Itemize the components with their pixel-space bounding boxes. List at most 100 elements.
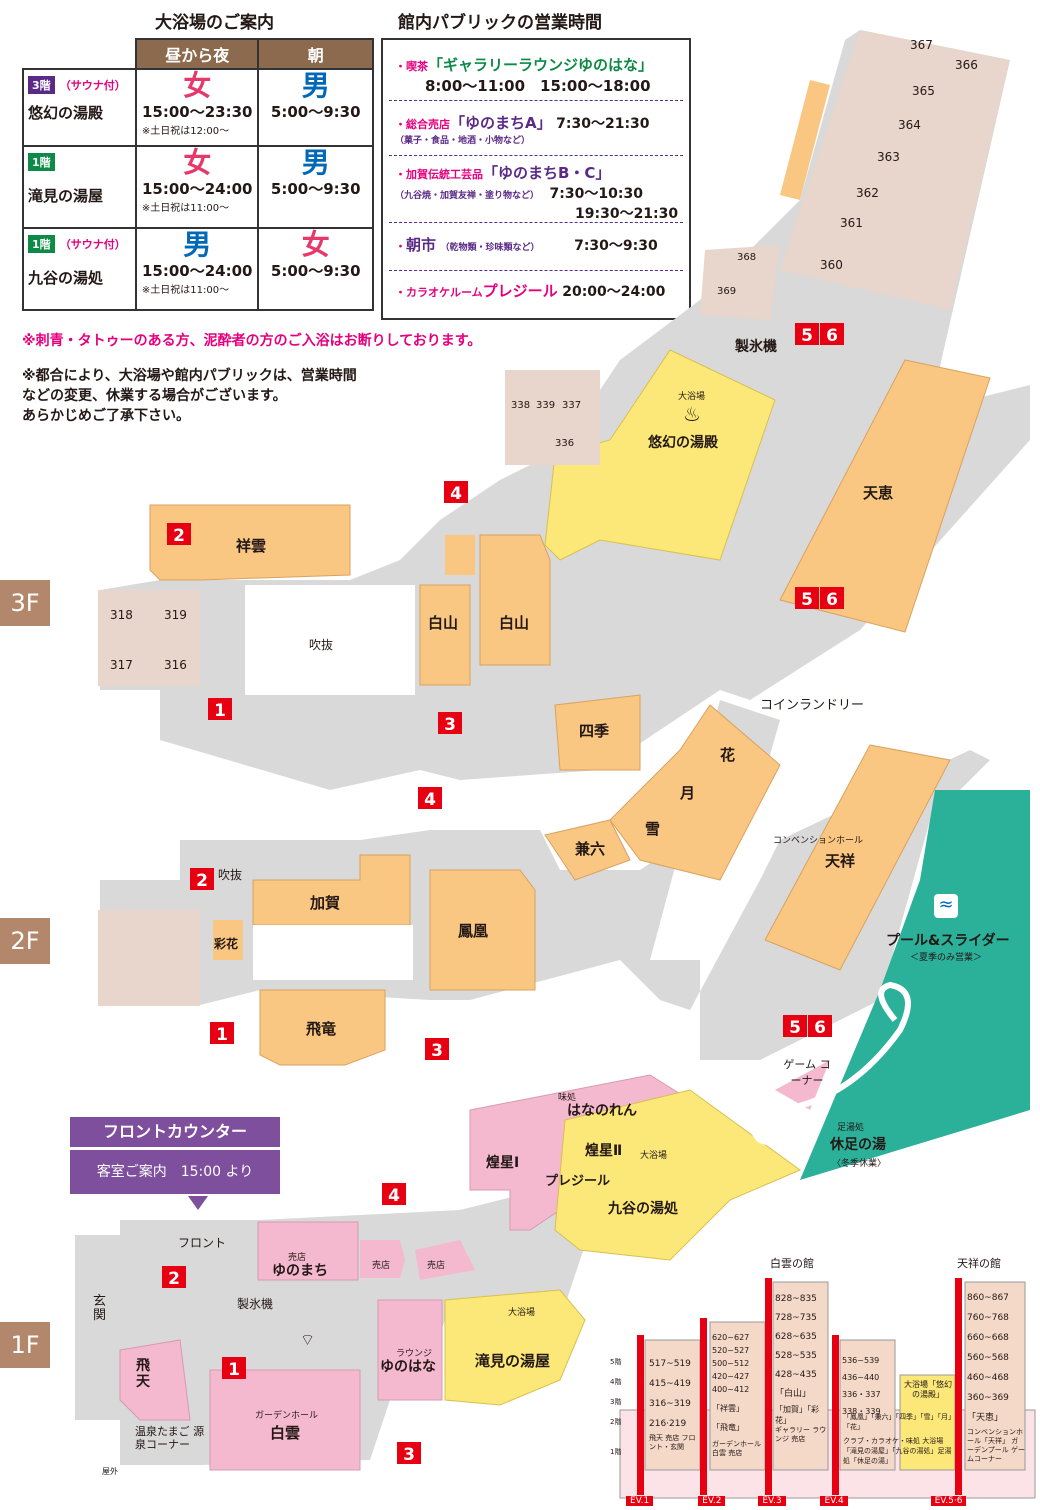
room-kenroku[interactable] <box>544 819 631 881</box>
ev-num: 6 <box>826 326 838 346</box>
ev-num: 1 <box>214 701 226 721</box>
day-note: ※土日祝は11:00〜 <box>141 285 230 296</box>
room-kasa <box>780 80 830 200</box>
ev-num: 4 <box>450 484 462 504</box>
pool-area[interactable] <box>800 790 1030 1180</box>
atrium-3f <box>245 585 415 695</box>
public-item-shop-bc: ・加賀伝統工芸品「ゆのまちB・C」 （九谷焼・加賀友禅・塗り物など） 7:30〜… <box>395 164 679 222</box>
public-item-asaichi: ・朝市 （乾物類・珍味類など） 7:30〜9:30 <box>395 236 658 254</box>
ev-num: 2 <box>168 1269 180 1289</box>
bath-guide-title: 大浴場のご案内 <box>155 13 274 33</box>
ev-num: 4 <box>424 790 436 810</box>
gender-morning: 女 <box>301 228 330 261</box>
ev-4-3f <box>444 481 468 503</box>
floor-badge: 1階 <box>28 153 55 171</box>
col-day-header: 昼から夜 <box>134 38 260 70</box>
ev-num: 1 <box>216 1025 228 1045</box>
ev-4-1f <box>382 1183 406 1205</box>
room-shoun[interactable] <box>149 504 351 581</box>
ev-1-2f <box>210 1022 234 1044</box>
warning-tattoo: ※刺青・タトゥーのある方、泥酔者の方のご入浴はお断りしております。 <box>22 333 482 349</box>
bath-table: 昼から夜 朝 3階 （サウナ付） 悠幻の湯殿 女 15:00〜23:30 ※土日… <box>22 38 374 311</box>
map-2f <box>98 694 1030 1180</box>
ev-5-top <box>795 323 819 345</box>
ev-3-2f <box>425 1038 449 1060</box>
bath-name: 滝見の湯屋 <box>28 187 104 205</box>
ev-1-1f <box>222 1357 246 1379</box>
day-note: ※土日祝は11:00〜 <box>141 203 230 214</box>
room-hana-tsuki-yuki[interactable] <box>609 704 781 881</box>
ev-num: 1 <box>228 1360 240 1380</box>
gender-morning: 男 <box>301 146 330 179</box>
game-corner[interactable] <box>775 1060 830 1110</box>
map-3f <box>98 30 1030 790</box>
ev-5-2f <box>783 1015 807 1037</box>
ev-6-top <box>820 323 844 345</box>
morning-time: 5:00〜9:30 <box>270 103 361 121</box>
morning-time: 5:00〜9:30 <box>270 262 361 280</box>
shop-yunomachi[interactable] <box>257 1221 359 1281</box>
bath-takimi[interactable] <box>444 1289 586 1406</box>
room-shiki[interactable] <box>554 694 641 771</box>
col-morning-header: 朝 <box>257 38 374 70</box>
gender-day: 女 <box>183 69 212 102</box>
ev-1-3f <box>208 698 232 720</box>
ev-num: 6 <box>826 590 838 610</box>
atrium-2f <box>253 925 413 980</box>
ev-num: 2 <box>196 871 208 891</box>
ev-6-3f <box>820 587 844 609</box>
gender-day: 女 <box>183 146 212 179</box>
shop-1[interactable] <box>360 1240 405 1278</box>
lounge-yunohana[interactable] <box>377 1299 443 1401</box>
day-note: ※土日祝は12:00〜 <box>141 126 230 137</box>
bath-kutani[interactable] <box>554 1089 802 1261</box>
ev-2-3f <box>167 523 191 545</box>
gender-day: 男 <box>183 228 212 261</box>
slider-path <box>719 981 911 1150</box>
rooms-336-339 <box>505 370 600 465</box>
ev-num: 3 <box>444 715 456 735</box>
floor-tag-1f: 1F <box>0 1322 50 1368</box>
hall-hakuun[interactable] <box>209 1369 361 1471</box>
rooms-360-367 <box>780 30 1010 310</box>
gender-morning: 男 <box>301 69 330 102</box>
day-time: 15:00〜23:30 <box>141 103 253 121</box>
room-tenkei[interactable] <box>779 359 991 633</box>
floor-badge: 1階 <box>28 235 55 253</box>
room-tensho[interactable] <box>764 744 951 971</box>
public-hours-title: 館内パブリックの営業時間 <box>398 13 602 33</box>
floor-tag-2f: 2F <box>0 918 50 964</box>
warning-change: ※都合により、大浴場や館内パブリックは、営業時間 などの変更、休業する場合がござ… <box>22 368 357 424</box>
ev-2-2f <box>190 868 214 890</box>
ev-num: 6 <box>814 1018 826 1038</box>
ev-num: 3 <box>431 1041 443 1061</box>
ev-5-3f <box>795 587 819 609</box>
section-diagram <box>619 1278 1036 1499</box>
day-time: 15:00〜24:00 <box>141 180 253 198</box>
ev-num: 5 <box>789 1018 801 1038</box>
ev-6-2f <box>808 1015 832 1037</box>
ev-num: 5 <box>801 326 813 346</box>
shop-2[interactable] <box>415 1240 475 1280</box>
room-hiryu[interactable] <box>259 989 386 1066</box>
room-saika[interactable] <box>213 920 243 960</box>
day-time: 15:00〜24:00 <box>141 262 253 280</box>
public-item-cafe: ・喫茶「ギャラリーラウンジゆのはな」 8:00〜11:00 15:00〜18:0… <box>395 56 654 95</box>
sauna-label: （サウナ付） <box>59 79 126 92</box>
public-item-shop-a: ・総合売店「ゆのまちA」 7:30〜21:30 （菓子・食品・地酒・小物など） <box>395 114 650 146</box>
room-hoou[interactable] <box>429 869 536 991</box>
rooms-316-319 <box>98 590 200 686</box>
ev-numbers: 1 2 3 4 5 6 5 6 1 2 3 4 5 6 1 2 3 4 <box>168 326 838 1465</box>
ev-4-2f <box>418 787 442 809</box>
rooms-368-369 <box>700 245 780 320</box>
ev-num: 2 <box>173 526 185 546</box>
room-hakusan-b[interactable] <box>479 534 551 666</box>
ev-3-3f <box>438 712 462 734</box>
room-hiten[interactable] <box>119 1339 191 1421</box>
ev-2-1f <box>162 1266 186 1288</box>
public-hours-box: ・喫茶「ギャラリーラウンジゆのはな」 8:00〜11:00 15:00〜18:0… <box>381 38 691 320</box>
sauna-label: （サウナ付） <box>59 238 126 251</box>
ev-markers <box>162 323 844 1464</box>
room-hakusan-a[interactable] <box>419 584 471 686</box>
